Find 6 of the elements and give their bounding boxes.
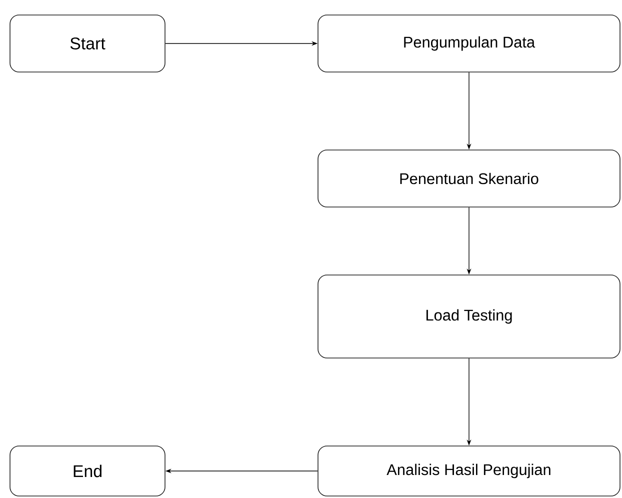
process-box: Start [10, 14, 166, 72]
process-box: Pengumpulan Data [318, 14, 620, 72]
process-box: Penentuan Skenario [318, 150, 620, 208]
process-box: Load Testing [318, 274, 620, 358]
process-box: End [10, 446, 166, 496]
process-box: Analisis Hasil Pengujian [318, 446, 620, 496]
